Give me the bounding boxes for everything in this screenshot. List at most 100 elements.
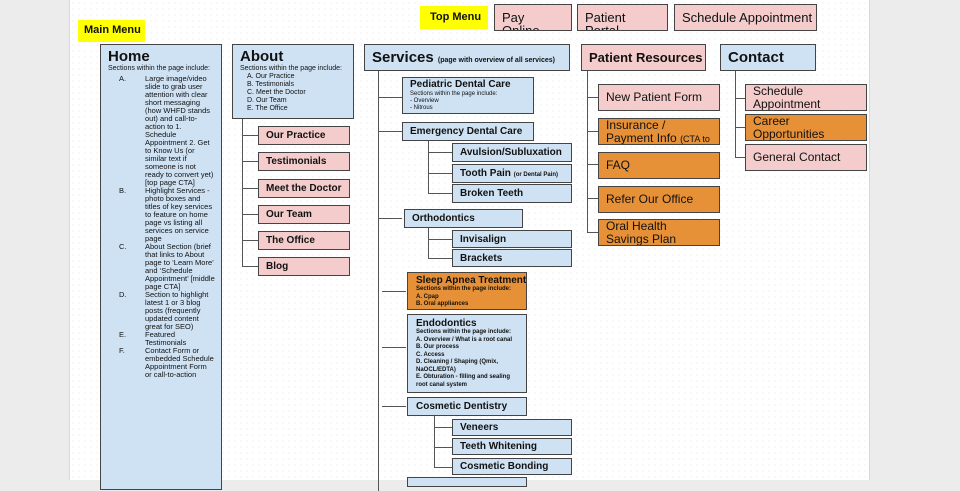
services-box[interactable]: Services (page with overview of all serv…: [364, 44, 570, 71]
list-item-marker: C.: [119, 242, 127, 251]
service-orthodontics[interactable]: Orthodontics: [404, 209, 523, 228]
item-note: (CTA to call in): [680, 134, 710, 144]
item-label: Testimonials: [266, 156, 327, 167]
service-invisalign[interactable]: Invisalign: [452, 230, 572, 248]
top-menu-item-schedule-appointment[interactable]: Schedule Appointment: [674, 4, 817, 31]
service-tooth-pain[interactable]: Tooth Pain (or Dental Pain): [452, 164, 572, 183]
about-item-blog[interactable]: Blog: [258, 257, 350, 276]
home-title: Home: [108, 48, 150, 65]
item-note: (or Dental Pain): [513, 172, 559, 178]
service-item: A. Cpap: [416, 293, 439, 300]
list-item: E. Featured Testimonials: [109, 331, 221, 347]
list-item-text: Contact Form or embedded Schedule Appoin…: [145, 346, 214, 379]
resource-faq[interactable]: FAQ: [598, 152, 720, 179]
resource-insurance-payment-info[interactable]: Insurance / Payment Info (CTA to call in…: [598, 118, 720, 145]
item-label: Broken Teeth: [460, 188, 524, 199]
service-item: E. Obturation - filling and sealing root…: [416, 374, 511, 388]
resource-oral-health-savings-plan[interactable]: Oral Health Savings Plan: [598, 219, 720, 246]
connector: [382, 406, 406, 407]
list-item-text: Large image/video slide to grab user att…: [145, 74, 214, 187]
list-item: D. Section to highlight latest 1 or 3 blo…: [109, 291, 221, 331]
service-cosmetic-bonding[interactable]: Cosmetic Bonding: [452, 458, 572, 475]
service-item: - Nitrous: [410, 105, 433, 111]
service-title: Sleep Apnea Treatment: [416, 275, 527, 286]
about-section-a: A. Our Practice: [247, 73, 295, 80]
service-subtitle: Sections within the page include:: [410, 91, 498, 97]
list-item: F.Contact Form or embedded Schedule Appo…: [109, 347, 221, 379]
item-label: Schedule Appointment: [753, 84, 821, 111]
service-teeth-whitening[interactable]: Teeth Whitening: [452, 438, 572, 455]
service-title: Pediatric Dental Care: [410, 79, 511, 90]
service-pediatric-dental-care[interactable]: Pediatric Dental Care Sections within th…: [402, 77, 534, 114]
item-label: General Contact: [753, 150, 841, 164]
connector: [434, 467, 452, 468]
list-item-marker: A.: [119, 74, 127, 83]
connector: [382, 291, 406, 292]
connector: [735, 127, 745, 128]
about-item-meet-the-doctor[interactable]: Meet the Doctor: [258, 179, 350, 198]
service-cosmetic-dentistry[interactable]: Cosmetic Dentistry: [407, 397, 527, 416]
service-broken-teeth[interactable]: Broken Teeth: [452, 184, 572, 203]
about-item-our-team[interactable]: Our Team: [258, 205, 350, 224]
about-section-b: B. Testimonials: [247, 81, 294, 88]
service-sleep-apnea-treatment[interactable]: Sleep Apnea Treatment Sections within th…: [407, 272, 527, 310]
item-label-row: Tooth Pain (or Dental Pain): [453, 165, 571, 182]
list-item-text: Featured Testimonials: [145, 330, 187, 347]
service-brackets[interactable]: Brackets: [452, 249, 572, 267]
main-menu-text: Main Menu: [84, 24, 141, 36]
service-item: B. Our process: [416, 344, 460, 350]
resource-refer-our-office[interactable]: Refer Our Office: [598, 186, 720, 213]
connector: [242, 188, 258, 189]
service-item: A. Overview / What is a root canal: [416, 336, 513, 343]
top-menu-item-label: Patient Portal: [585, 10, 626, 31]
service-item: C. Access: [416, 351, 445, 358]
service-title: Endodontics: [416, 318, 477, 329]
about-item-testimonials[interactable]: Testimonials: [258, 152, 350, 171]
connector: [378, 218, 402, 219]
service-avulsion-subluxation[interactable]: Avulsion/Subluxation: [452, 143, 572, 162]
service-endodontics[interactable]: Endodontics Sections within the page inc…: [407, 314, 527, 393]
item-label: Blog: [266, 261, 289, 272]
service-veneers[interactable]: Veneers: [452, 419, 572, 436]
services-title-row: Services (page with overview of all serv…: [365, 45, 569, 70]
item-label: The Office: [266, 235, 315, 246]
service-emergency-dental-care[interactable]: Emergency Dental Care: [402, 122, 534, 141]
about-title: About: [240, 48, 284, 65]
connector: [242, 135, 258, 136]
service-next-item[interactable]: [407, 477, 527, 487]
list-item-text: Highlight Services - photo boxes and tit…: [145, 186, 213, 243]
top-menu-item-pay-online[interactable]: Pay Online: [494, 4, 572, 31]
connector: [378, 97, 402, 98]
service-title: Cosmetic Dentistry: [416, 401, 508, 412]
service-item: D. Cleaning / Shaping (Qmix, NaOCL/EDTA): [416, 359, 499, 373]
resource-new-patient-form[interactable]: New Patient Form: [598, 84, 720, 111]
patient-resources-box[interactable]: Patient Resources: [581, 44, 706, 71]
about-item-the-office[interactable]: The Office: [258, 231, 350, 250]
list-item-marker: D.: [119, 290, 127, 299]
list-item: A. Large image/video slide to grab user a…: [109, 75, 221, 187]
list-item-marker: E.: [119, 330, 127, 339]
item-label: Teeth Whitening: [460, 441, 538, 452]
connector: [735, 157, 745, 158]
service-subtitle: Sections within the page include:: [416, 286, 512, 292]
contact-item-general-contact[interactable]: General Contact: [745, 144, 867, 171]
about-item-our-practice[interactable]: Our Practice: [258, 126, 350, 145]
top-menu-text: Top Menu: [430, 11, 482, 23]
item-label: FAQ: [606, 158, 631, 172]
top-menu-label: Top Menu: [420, 6, 488, 29]
contact-item-career-opportunities[interactable]: Career Opportunities: [745, 114, 867, 141]
item-label: Career Opportunities: [753, 114, 825, 141]
connector: [428, 152, 452, 153]
item-label: Tooth Pain: [460, 168, 511, 179]
connector: [735, 98, 745, 99]
connector: [378, 131, 402, 132]
home-box: Home Sections within the page include: A…: [100, 44, 222, 490]
connector: [242, 240, 258, 241]
contact-item-schedule-appointment[interactable]: Schedule Appointment: [745, 84, 867, 111]
contact-box[interactable]: Contact: [720, 44, 816, 71]
about-box[interactable]: About Sections within the page include: …: [232, 44, 354, 119]
top-menu-item-patient-portal[interactable]: Patient Portal: [577, 4, 668, 31]
connector: [428, 258, 452, 259]
list-item-text: Section to highlight latest 1 or 3 blog …: [145, 290, 209, 331]
top-menu-item-label: Pay Online: [502, 10, 540, 31]
